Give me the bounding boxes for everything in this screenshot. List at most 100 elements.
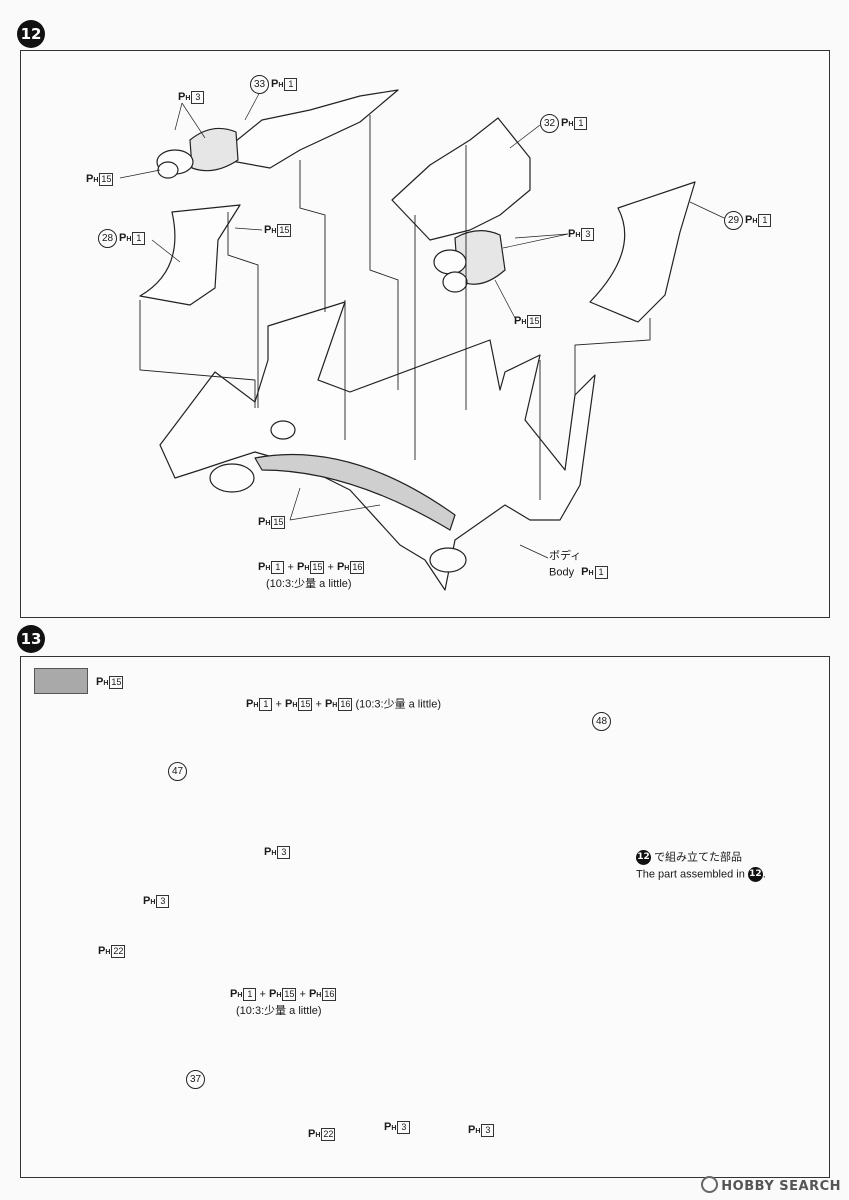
plus-sign: + (327, 561, 334, 574)
color-code-1: 1 (271, 561, 285, 574)
body-text: Body (549, 566, 575, 579)
p-prefix: P (284, 698, 293, 711)
color-code-1: 1 (243, 988, 257, 1001)
h-suffix: H (575, 232, 581, 240)
p-prefix: P (384, 1121, 392, 1134)
p-prefix: P (264, 224, 272, 237)
color-code-15: 15 (527, 315, 542, 328)
color-code-15: 15 (310, 561, 325, 574)
h-suffix: H (521, 319, 527, 327)
p-prefix: P (308, 988, 317, 1001)
p-prefix: P (230, 988, 238, 1001)
color-code-22: 22 (111, 945, 126, 958)
plus-sign: + (275, 698, 282, 711)
p-prefix: P (296, 561, 305, 574)
assembled-jp-text: で組み立てた部品 (654, 851, 743, 864)
h-suffix: H (185, 95, 191, 103)
color-code-15: 15 (277, 224, 292, 237)
p-prefix: P (271, 78, 279, 91)
color-code-16: 16 (350, 561, 365, 574)
color-code-15: 15 (282, 988, 297, 1001)
part-28-callout: 28 (98, 229, 117, 248)
ref-12-number: 12 (749, 869, 762, 879)
plus-sign: + (315, 698, 322, 711)
assembled-en-text: The part assembled in (636, 868, 745, 881)
color-code-22: 22 (321, 1128, 336, 1141)
color-code-15: 15 (298, 698, 313, 711)
color-code-16: 16 (322, 988, 337, 1001)
color-code-1: 1 (594, 566, 608, 579)
h-suffix: H (265, 565, 271, 573)
h-suffix: H (316, 992, 322, 1000)
step-13-panel (20, 656, 830, 1178)
p-prefix: P (745, 214, 753, 227)
step-13-number: 13 (20, 630, 42, 648)
p-prefix: P (86, 173, 94, 186)
h-suffix: H (332, 702, 338, 710)
h-suffix: H (271, 850, 277, 858)
color-code-1: 1 (758, 214, 772, 227)
part-47-number: 47 (171, 766, 184, 777)
p-prefix: P (568, 228, 576, 241)
p-prefix: P (258, 516, 266, 529)
h-suffix: H (344, 565, 350, 573)
legend-color-swatch (34, 668, 88, 694)
h-suffix: H (271, 228, 277, 236)
p-prefix: P (561, 117, 569, 130)
h-suffix: H (391, 1125, 397, 1133)
p-prefix: P (468, 1124, 476, 1137)
p-prefix: P (96, 676, 104, 689)
p-prefix: P (143, 895, 151, 908)
mix-ratio-12: (10:3:少量 a little) (266, 578, 352, 590)
color-code-1: 1 (284, 78, 298, 91)
step-12-panel (20, 50, 830, 618)
color-code-15: 15 (109, 676, 124, 689)
p-prefix: P (514, 315, 522, 328)
step-12-badge: 12 (17, 20, 45, 48)
part-32-callout: 32 (540, 114, 559, 133)
color-code-3: 3 (277, 846, 291, 859)
p-prefix: P (264, 846, 272, 859)
ref-12-number: 12 (637, 852, 650, 862)
h-suffix: H (304, 565, 310, 573)
h-suffix: H (315, 1132, 321, 1140)
h-suffix: H (588, 570, 594, 578)
step-13-badge: 13 (17, 625, 45, 653)
ref-12-badge-en: 12 (747, 867, 763, 882)
h-suffix: H (475, 1128, 481, 1136)
h-suffix: H (568, 121, 574, 129)
p-prefix: P (119, 232, 127, 245)
color-code-1: 1 (574, 117, 588, 130)
h-suffix: H (276, 992, 282, 1000)
p-prefix: P (308, 1128, 316, 1141)
part-29-number: 29 (727, 215, 740, 226)
body-label-jp: ボディ (549, 550, 582, 562)
color-code-15: 15 (99, 173, 114, 186)
color-code-15: 15 (271, 516, 286, 529)
mix-ratio-13-top: (10:3:少量 a little) (355, 698, 442, 711)
p-prefix: P (336, 561, 345, 574)
hobby-search-watermark: HOBBY SEARCH (701, 1176, 841, 1194)
h-suffix: H (237, 992, 243, 1000)
h-suffix: H (105, 949, 111, 957)
part-37-callout: 37 (186, 1070, 205, 1089)
part-48-number: 48 (595, 716, 608, 727)
mix-ratio-13-mid: (10:3:少量 a little) (236, 1005, 322, 1017)
step-12-number: 12 (20, 25, 42, 43)
color-code-3: 3 (397, 1121, 411, 1134)
h-suffix: H (150, 899, 156, 907)
color-code-3: 3 (156, 895, 170, 908)
color-code-1: 1 (259, 698, 273, 711)
h-suffix: H (93, 177, 99, 185)
p-prefix: P (258, 561, 266, 574)
